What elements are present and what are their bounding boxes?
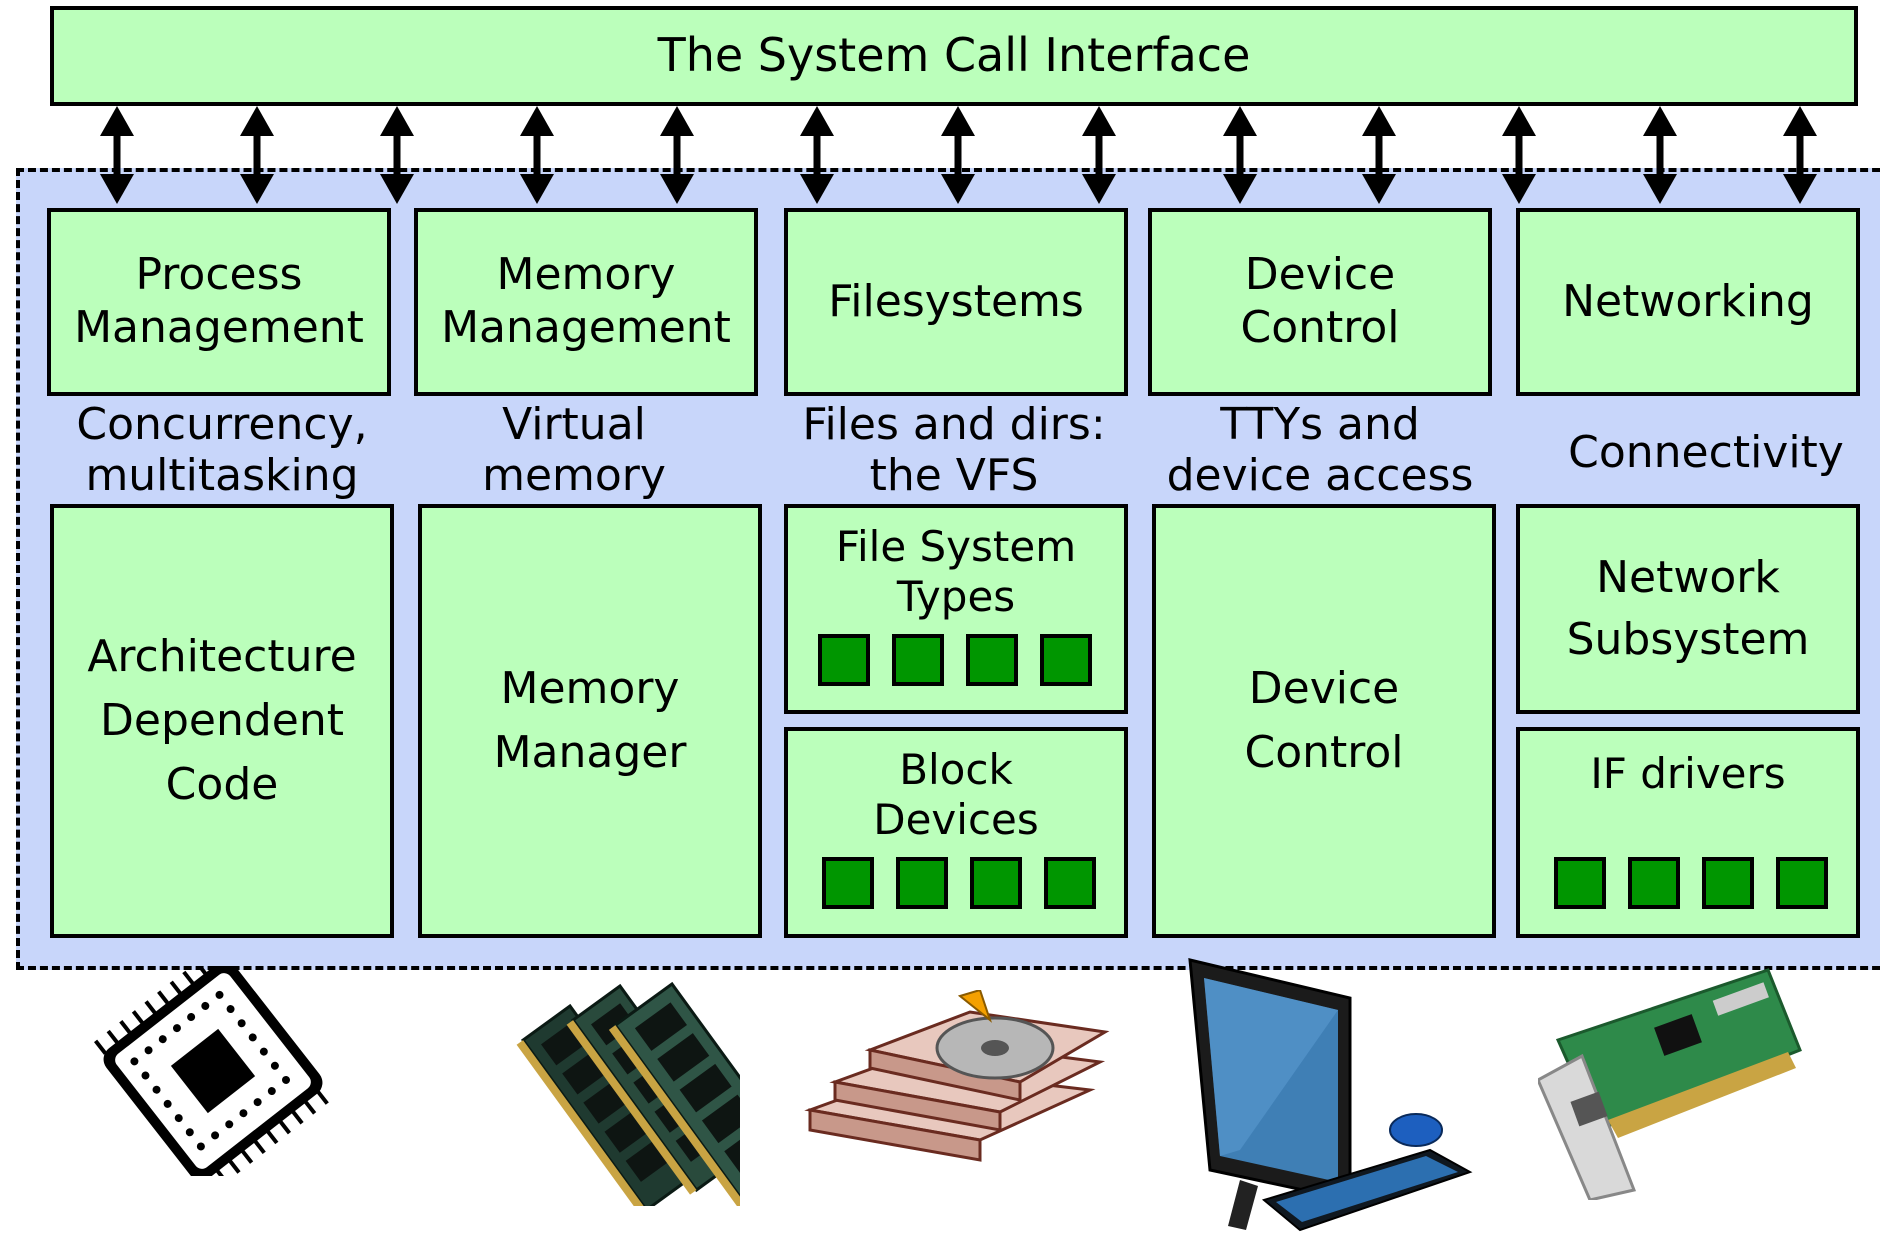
syscall-arrow-head-down xyxy=(520,174,554,204)
hard-disks-icon xyxy=(804,990,1110,1162)
interface-driver-slot xyxy=(1628,857,1680,909)
filesystem-type-slot xyxy=(892,634,944,686)
syscall-arrow-head-down xyxy=(800,174,834,204)
block-device-slot xyxy=(1044,857,1096,909)
syscall-arrow-head-down xyxy=(1502,174,1536,204)
syscall-arrow-head-up xyxy=(240,106,274,136)
syscall-arrow-head-down xyxy=(660,174,694,204)
syscall-arrow-head-down xyxy=(941,174,975,204)
syscall-arrow-head-up xyxy=(941,106,975,136)
filesystem-type-slot xyxy=(966,634,1018,686)
system-call-interface-bar: The System Call Interface xyxy=(50,6,1858,106)
memory-modules-icon xyxy=(516,981,740,1206)
filesystem-type-slot xyxy=(818,634,870,686)
networking-box: Networking xyxy=(1516,208,1860,396)
filesystems-box: Filesystems xyxy=(784,208,1128,396)
interface-driver-slot xyxy=(1776,857,1828,909)
syscall-arrow-head-down xyxy=(240,174,274,204)
interface-driver-slot xyxy=(1554,857,1606,909)
syscall-arrow-head-down xyxy=(1362,174,1396,204)
syscall-arrow-head-up xyxy=(1223,106,1257,136)
cpu-chip-icon xyxy=(94,966,329,1176)
syscall-arrows xyxy=(100,106,1817,204)
syscall-arrow-head-up xyxy=(380,106,414,136)
syscall-arrow-head-up xyxy=(1082,106,1116,136)
if-drivers-box: IF drivers xyxy=(1516,727,1860,938)
syscall-arrow-head-up xyxy=(520,106,554,136)
syscall-arrow-head-down xyxy=(1783,174,1817,204)
block-device-slot xyxy=(896,857,948,909)
filesystem-type-slot xyxy=(1040,634,1092,686)
syscall-arrow-head-down xyxy=(1643,174,1677,204)
syscall-arrow-head-up xyxy=(1362,106,1396,136)
syscall-arrow-head-up xyxy=(1783,106,1817,136)
computer-monitor-icon xyxy=(1188,958,1473,1232)
block-device-slot xyxy=(822,857,874,909)
syscall-arrow-head-up xyxy=(800,106,834,136)
syscall-arrow-head-down xyxy=(1082,174,1116,204)
networking-description: Connectivity xyxy=(1568,427,1844,478)
syscall-arrow-head-down xyxy=(380,174,414,204)
filesystems-description: Files and dirs:the VFS xyxy=(802,399,1106,501)
system-call-interface-label: The System Call Interface xyxy=(657,28,1251,83)
block-device-slot xyxy=(970,857,1022,909)
syscall-arrow-head-up xyxy=(660,106,694,136)
process-management-description: Concurrency,multitasking xyxy=(76,399,368,501)
if-drivers-label: IF drivers xyxy=(1590,749,1786,798)
syscall-arrow-head-down xyxy=(1223,174,1257,204)
interface-driver-slot xyxy=(1702,857,1754,909)
network-card-icon xyxy=(1538,968,1802,1200)
syscall-arrow-head-up xyxy=(1643,106,1677,136)
syscall-arrow-head-up xyxy=(100,106,134,136)
syscall-arrow-head-up xyxy=(1502,106,1536,136)
syscall-arrow-head-down xyxy=(100,174,134,204)
